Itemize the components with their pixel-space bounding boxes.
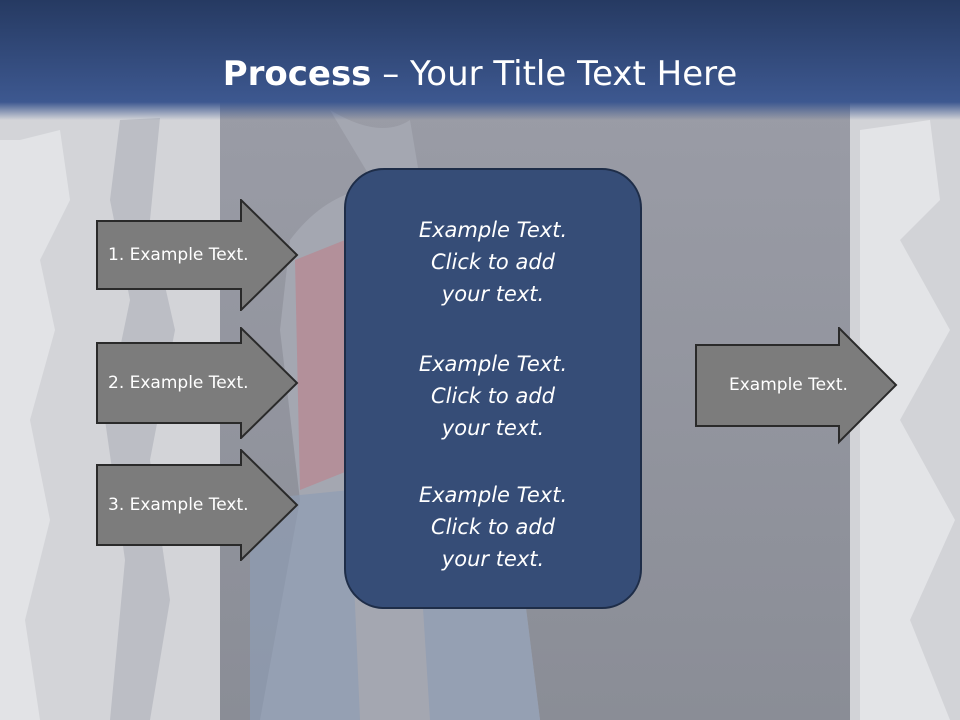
left-arrow-1[interactable]: 1. Example Text. <box>96 199 300 311</box>
left-arrow-2[interactable]: 2. Example Text. <box>96 327 300 439</box>
center-item-2-line-2: Click to add <box>430 384 555 408</box>
arrow-shape-icon <box>695 327 898 445</box>
arrow-shape-icon <box>96 199 299 311</box>
center-item-3-line-2: Click to add <box>430 515 555 539</box>
center-item-3-line-1: Example Text. <box>418 483 568 507</box>
center-item-2-line-3: your text. <box>441 416 545 440</box>
center-item-1-line-1: Example Text. <box>418 218 568 242</box>
left-arrow-3[interactable]: 3. Example Text. <box>96 449 300 561</box>
slide-title: Process – Your Title Text Here <box>0 52 960 96</box>
center-item-3-line-3: your text. <box>441 547 545 571</box>
title-bar <box>0 0 960 120</box>
left-arrow-1-label: 1. Example Text. <box>108 245 249 265</box>
title-bold: Process <box>222 54 372 94</box>
center-item-1-line-3: your text. <box>441 282 545 306</box>
arrow-shape-icon <box>96 327 299 439</box>
arrow-shape-icon <box>96 449 299 561</box>
center-item-3[interactable]: Example Text. Click to add your text. <box>346 479 640 575</box>
right-arrow[interactable]: Example Text. <box>695 327 899 445</box>
center-item-1-line-2: Click to add <box>430 250 555 274</box>
center-text-box[interactable]: Example Text. Click to add your text. Ex… <box>344 168 642 609</box>
right-arrow-label: Example Text. <box>729 375 848 395</box>
center-item-2-line-1: Example Text. <box>418 352 568 376</box>
left-arrow-2-label: 2. Example Text. <box>108 373 249 393</box>
left-arrow-3-label: 3. Example Text. <box>108 495 249 515</box>
center-item-2[interactable]: Example Text. Click to add your text. <box>346 348 640 444</box>
center-item-1[interactable]: Example Text. Click to add your text. <box>346 214 640 310</box>
title-rest: – Your Title Text Here <box>371 54 738 94</box>
